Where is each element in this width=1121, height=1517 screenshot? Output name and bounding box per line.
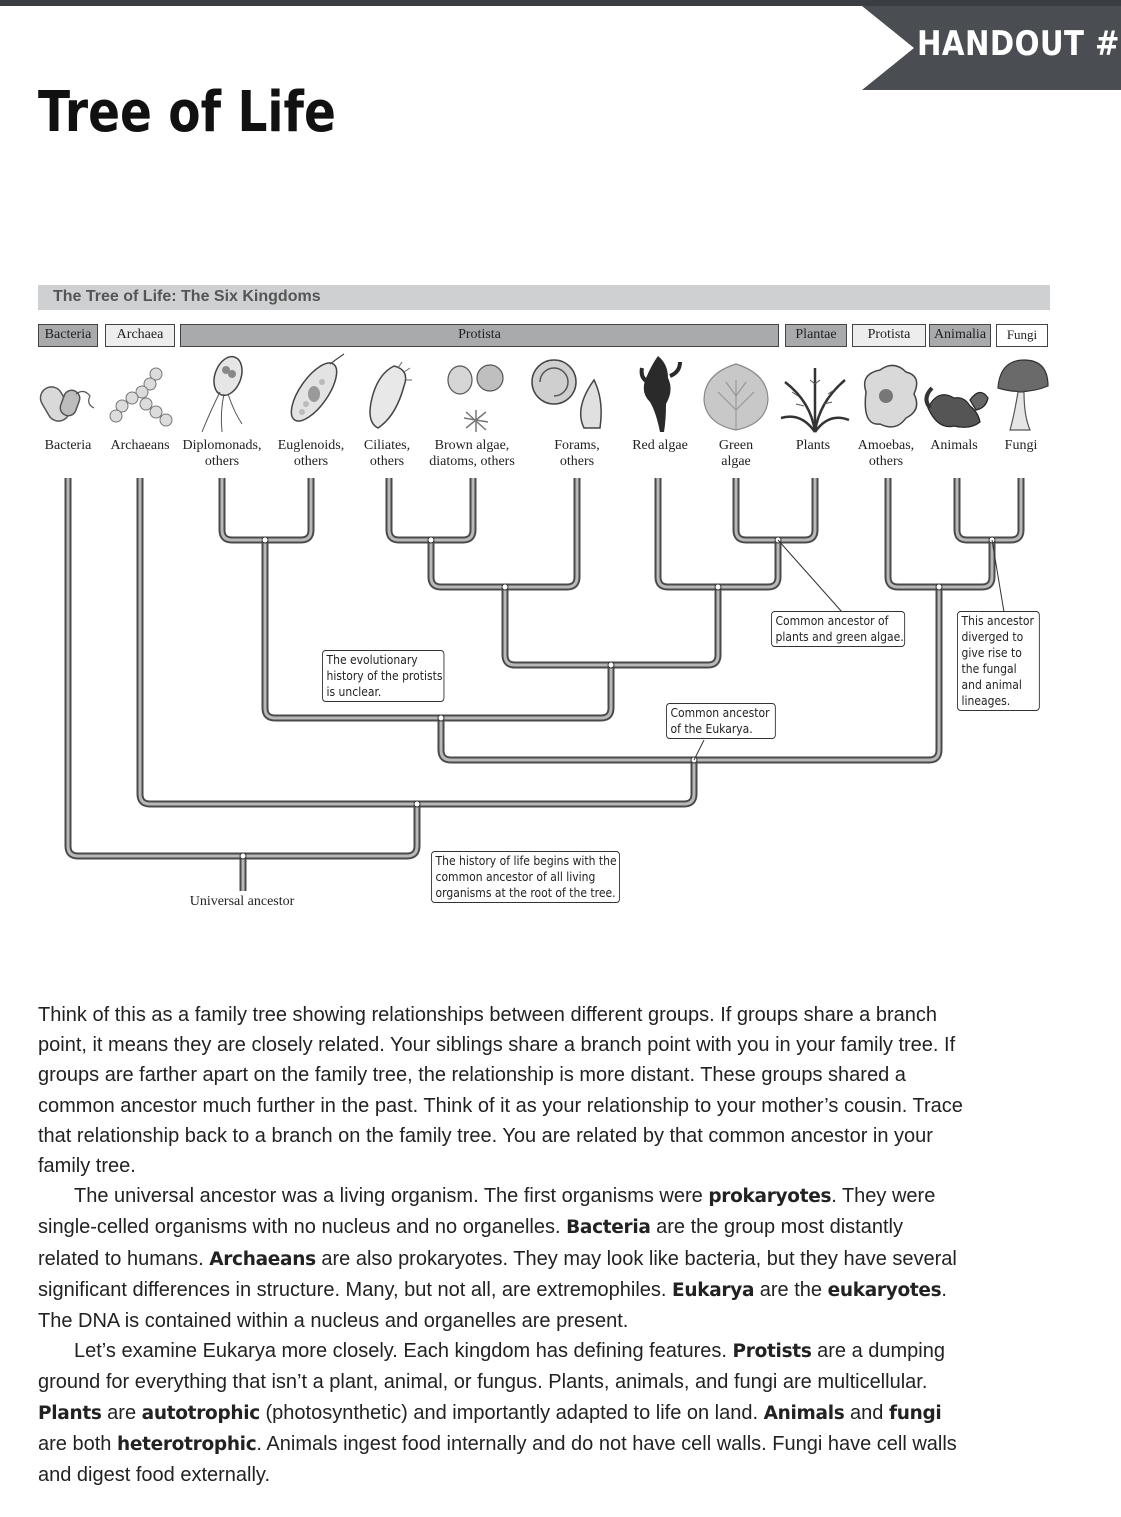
badge-shape xyxy=(862,6,1121,90)
body-text: Think of this as a family tree showing r… xyxy=(38,1000,968,1490)
tree-branch-outline xyxy=(64,478,1025,891)
page-title: Tree of Life xyxy=(38,80,336,145)
foram-icon xyxy=(531,359,602,429)
organism-label: Amoebas,others xyxy=(857,438,915,469)
brown-algae-icon xyxy=(447,364,504,432)
paragraph-1: Think of this as a family tree showing r… xyxy=(38,1004,963,1178)
diplomonad-icon xyxy=(201,355,243,433)
organism-label: Animals xyxy=(930,438,978,453)
handout-label: HANDOUT #1 xyxy=(917,24,1121,64)
ciliate-icon xyxy=(369,361,412,429)
paragraph-2: The universal ancestor was a living orga… xyxy=(38,1185,957,1333)
kingdom-animalia: Animalia xyxy=(929,324,991,347)
kingdom-bacteria: Bacteria xyxy=(38,324,98,347)
kingdom-fungi: Fungi xyxy=(996,324,1048,347)
organism-label: Diplomonads,others xyxy=(182,438,262,469)
branch-nodes xyxy=(239,536,996,860)
universal-ancestor-label: Universal ancestor xyxy=(189,894,295,909)
organism-label: Brown algae,diatoms, others xyxy=(429,438,515,469)
amoeba-icon xyxy=(863,364,918,428)
organism-label: Forams,others xyxy=(554,438,600,469)
organism-label: Archaeans xyxy=(110,438,170,453)
chipmunk-icon xyxy=(924,386,989,428)
fern-icon xyxy=(780,368,850,433)
green-algae-icon xyxy=(703,363,769,431)
organism-label: Bacteria xyxy=(44,438,92,453)
red-algae-icon xyxy=(639,356,682,432)
euglenoid-icon xyxy=(290,353,345,422)
figure-caption: The Tree of Life: The Six Kingdoms xyxy=(53,288,321,305)
kingdom-archaea: Archaea xyxy=(105,324,175,347)
archaeans-icon xyxy=(109,367,173,427)
organism-label: Fungi xyxy=(1004,438,1038,453)
kingdom-plantae: Plantae xyxy=(785,324,847,347)
handout-badge xyxy=(862,6,1121,90)
figure-caption-bar: The Tree of Life: The Six Kingdoms xyxy=(38,285,1050,310)
tree-branch-fill xyxy=(66,478,1023,891)
callout-leaders xyxy=(693,539,1005,761)
organism-label: Red algae xyxy=(632,438,688,453)
paragraph-3: Let’s examine Eukarya more closely. Each… xyxy=(38,1340,957,1487)
top-bar xyxy=(0,0,1121,6)
organism-label: Ciliates,others xyxy=(363,438,411,469)
mushroom-icon xyxy=(997,359,1049,431)
organism-label: Euglenoids,others xyxy=(277,438,345,469)
kingdom-protista-2: Protista xyxy=(852,324,926,347)
bacteria-icon xyxy=(39,386,95,422)
organism-label: Plants xyxy=(795,438,831,453)
kingdom-protista: Protista xyxy=(180,324,779,347)
